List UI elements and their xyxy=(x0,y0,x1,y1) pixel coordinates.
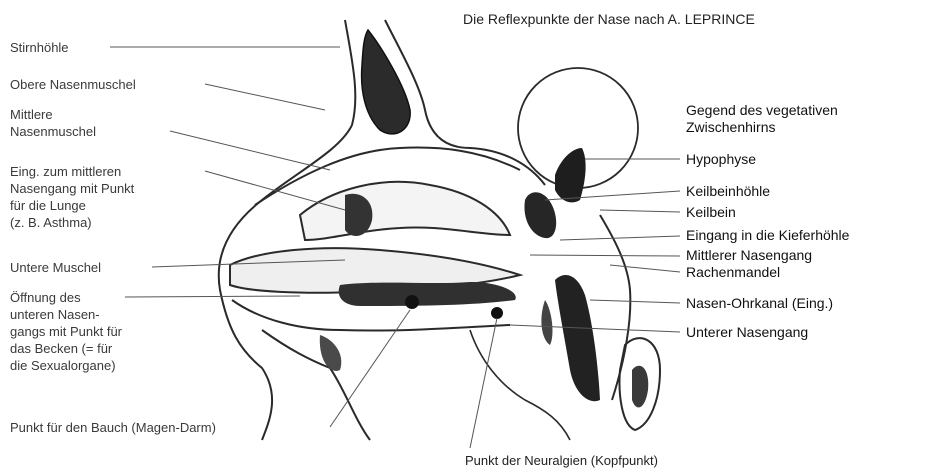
label-line: unteren Nasen- xyxy=(10,306,122,323)
label-line: Keilbein xyxy=(686,204,736,220)
eustachian-tube-dark xyxy=(555,275,600,401)
label-line: Untere Muschel xyxy=(10,260,101,275)
posterior-wall xyxy=(470,330,570,440)
label-stirnhoehle: Stirnhöhle xyxy=(10,39,69,56)
label-line: für die Lunge xyxy=(10,197,134,214)
label-line: Öffnung des xyxy=(10,289,122,306)
lower-meatus-dark xyxy=(339,282,516,306)
label-line: Rachenmandel xyxy=(686,264,780,280)
soft-tissue xyxy=(541,300,552,345)
label-oeffnung-unterer-nasengang: Öffnung des unteren Nasen- gangs mit Pun… xyxy=(10,289,122,374)
neuralgia-point-dot xyxy=(491,307,503,319)
label-keilbein: Keilbein xyxy=(686,204,736,221)
label-line: gangs mit Punkt für xyxy=(10,323,122,340)
label-obere-nasenmuschel: Obere Nasenmuschel xyxy=(10,76,136,93)
maxilla-lower xyxy=(262,330,370,440)
label-line: Nasen-Ohrkanal (Eing.) xyxy=(686,295,833,311)
frontal-sinus xyxy=(362,30,411,134)
label-line: Nasenmuschel xyxy=(10,123,96,140)
label-line: Hypophyse xyxy=(686,151,756,167)
label-eingang-kieferhoehle: Eingang in die Kieferhöhle xyxy=(686,227,849,244)
label-keilbeinhoehle: Keilbeinhöhle xyxy=(686,183,770,200)
label-line: Eing. zum mittleren xyxy=(10,163,134,180)
label-line: Eingang in die Kieferhöhle xyxy=(686,227,849,243)
label-mittlerer-nasengang: Mittlerer Nasengang xyxy=(686,247,812,264)
vertebra-fill xyxy=(632,366,648,408)
label-unterer-nasengang: Unterer Nasengang xyxy=(686,324,808,341)
label-line: das Becken (= für xyxy=(10,340,122,357)
middle-turbinate xyxy=(300,182,510,240)
label-line: Unterer Nasengang xyxy=(686,324,808,340)
label-line: Nasengang mit Punkt xyxy=(10,180,134,197)
label-line: Obere Nasenmuschel xyxy=(10,77,136,92)
label-untere-muschel: Untere Muschel xyxy=(10,259,101,276)
label-gegend-zwischenhirn: Gegend des vegetativen Zwischenhirns xyxy=(686,102,838,136)
label-line: Gegend des vegetativen xyxy=(686,102,838,119)
label-line: Punkt der Neuralgien (Kopfpunkt) xyxy=(465,453,658,468)
forehead-outline xyxy=(385,20,545,185)
label-line: Keilbeinhöhle xyxy=(686,183,770,199)
label-rachenmandel: Rachenmandel xyxy=(686,264,780,281)
label-mittlere-nasenmuschel: Mittlere Nasenmuschel xyxy=(10,106,96,140)
label-punkt-bauch: Punkt für den Bauch (Magen-Darm) xyxy=(10,419,216,436)
label-line: (z. B. Asthma) xyxy=(10,214,134,231)
label-line: die Sexualorgane) xyxy=(10,357,122,374)
label-eingang-mittlerer-nasengang: Eing. zum mittleren Nasengang mit Punkt … xyxy=(10,163,134,231)
label-hypophyse: Hypophyse xyxy=(686,151,756,168)
lung-point-dot xyxy=(405,295,419,309)
label-line: Stirnhöhle xyxy=(10,40,69,55)
label-nasen-ohrkanal: Nasen-Ohrkanal (Eing.) xyxy=(686,295,833,312)
label-line: Mittlere xyxy=(10,106,96,123)
label-line: Punkt für den Bauch (Magen-Darm) xyxy=(10,420,216,435)
posterior-pharynx xyxy=(600,215,630,400)
label-line: Mittlerer Nasengang xyxy=(686,247,812,263)
label-line: Zwischenhirns xyxy=(686,119,838,136)
label-punkt-neuralgien: Punkt der Neuralgien (Kopfpunkt) xyxy=(465,452,658,469)
hypophysis-shape xyxy=(555,148,586,202)
